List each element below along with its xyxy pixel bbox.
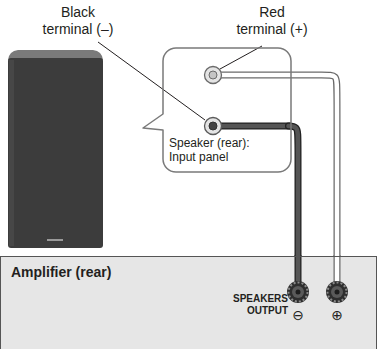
panel-title: Amplifier (rear) bbox=[11, 264, 111, 281]
black-terminal bbox=[205, 118, 222, 135]
output-knob bbox=[287, 281, 309, 303]
output-label: SPEAKERS OUTPUT bbox=[226, 293, 288, 317]
wire-outline bbox=[288, 126, 298, 256]
black-wire bbox=[288, 126, 298, 256]
output-knob bbox=[326, 281, 348, 303]
amplifier-panel-box: Amplifier (rear) SPEAKERS OUTPUT bbox=[0, 256, 377, 349]
panel-caption: Speaker (rear): Input panel bbox=[169, 136, 269, 165]
wire-segment bbox=[213, 75, 292, 126]
speaker-illustration bbox=[8, 50, 103, 248]
wire-segment bbox=[298, 254, 337, 284]
terminal-label: Red terminal (+) bbox=[234, 4, 310, 38]
amplifier-panel bbox=[0, 256, 377, 349]
wire-core bbox=[288, 126, 298, 256]
polarity-symbol: ⊕ bbox=[325, 307, 349, 324]
red-terminal bbox=[205, 67, 222, 84]
polarity-symbol: ⊖ bbox=[286, 307, 310, 324]
leader-line bbox=[220, 46, 262, 69]
callout-bubble: Speaker (rear): Input panel bbox=[163, 48, 291, 172]
terminal-label: Black terminal (–) bbox=[40, 4, 116, 38]
leader-line bbox=[98, 42, 205, 120]
